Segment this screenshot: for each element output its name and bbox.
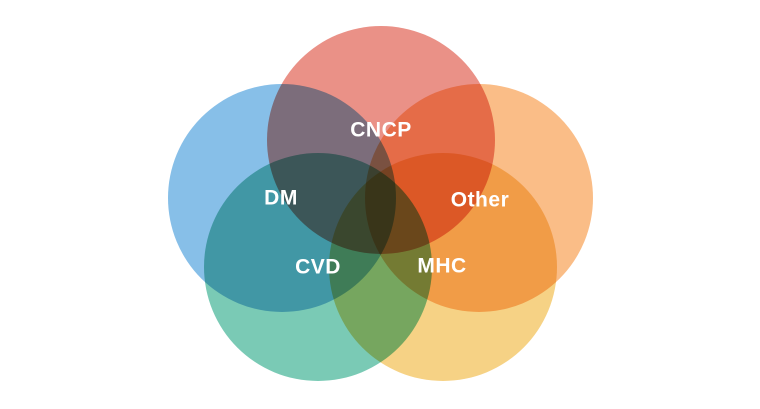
set-label-dm: DM — [264, 187, 298, 210]
set-label-cncp: CNCP — [350, 119, 412, 142]
set-label-other: Other — [451, 189, 510, 212]
set-label-mhc: MHC — [417, 255, 466, 278]
set-circle-other — [365, 84, 593, 312]
set-label-cvd: CVD — [295, 256, 341, 279]
set-labels: DM CNCP Other MHC CVD — [264, 119, 509, 279]
set-circles — [168, 26, 593, 381]
